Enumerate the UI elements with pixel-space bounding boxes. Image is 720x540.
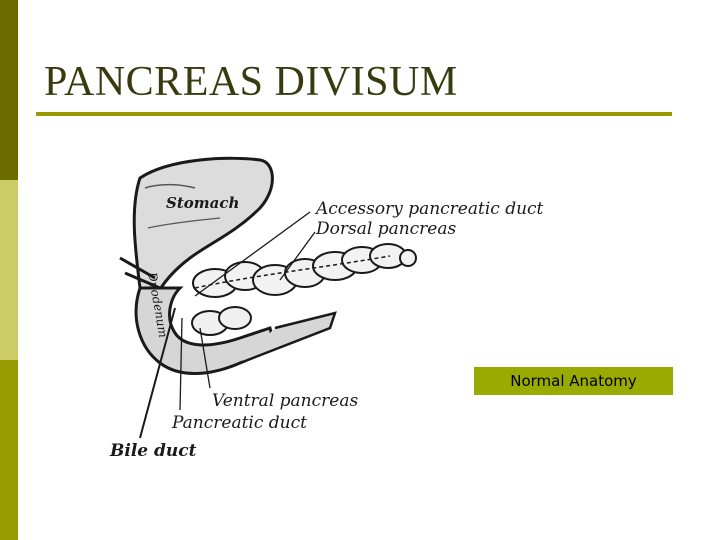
dorsal-pancreas-shape (192, 243, 417, 298)
bile-duct-vessel (119, 256, 156, 280)
bile-duct-vessel (124, 271, 161, 290)
leader-bile (139, 307, 176, 439)
sidebar-segment-middle (0, 180, 18, 360)
title-underline (36, 112, 672, 116)
label-ventral-pancreas: Ventral pancreas (212, 391, 358, 411)
label-pancreatic-duct: Pancreatic duct (171, 413, 307, 433)
duodenum-extension (239, 311, 337, 365)
label-dorsal-pancreas: Dorsal pancreas (315, 219, 457, 239)
sidebar-segment-bottom (0, 360, 18, 540)
label-bile-duct: Bile duct (109, 441, 197, 461)
slide-title: PANCREAS DIVISUM (44, 59, 458, 105)
sidebar-accent (0, 0, 18, 540)
caption-normal-anatomy: Normal Anatomy (474, 367, 673, 395)
sidebar-segment-top (0, 0, 18, 180)
leader-pancreatic (179, 317, 183, 411)
label-stomach: Stomach (166, 194, 239, 212)
leader-accessory (194, 211, 311, 297)
leader-ventral (199, 327, 211, 389)
ventral-pancreas-shape (191, 306, 252, 336)
anatomy-illustration: Stomach Duodenum Accessory pancreatic du… (100, 148, 640, 478)
stomach-shading (147, 217, 221, 229)
label-accessory-duct: Accessory pancreatic duct (314, 199, 544, 219)
leader-dorsal (279, 231, 316, 281)
stomach-shading (144, 183, 196, 189)
accessory-duct-line (194, 255, 391, 289)
